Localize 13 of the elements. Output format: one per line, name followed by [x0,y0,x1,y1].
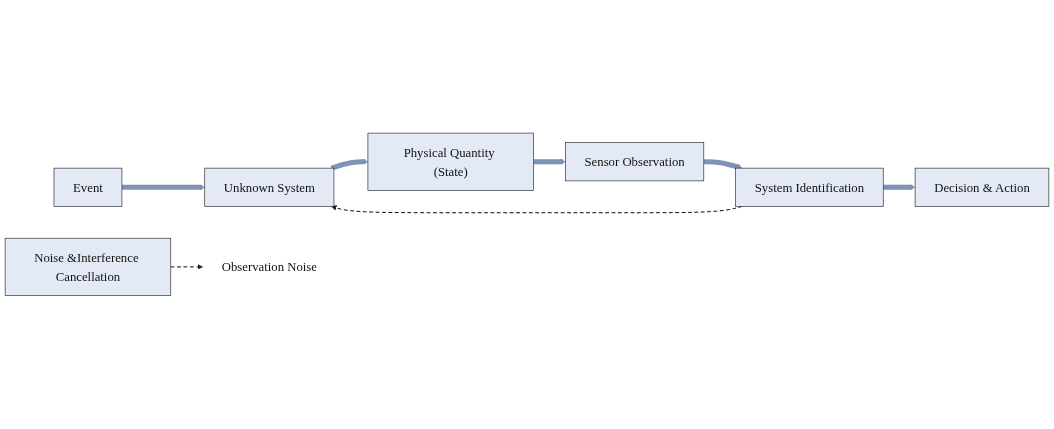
arrow [703,159,743,171]
node-box: Event [53,168,123,207]
arrow [121,184,205,191]
node-box: Decision & Action [914,168,1050,207]
node-text: Observation Noise [221,260,317,275]
node-box: Sensor Observation [565,142,705,182]
node-box: Noise &Interference Cancellation [4,238,172,297]
arrow [883,184,916,191]
node-box: Unknown System [204,168,335,207]
node-box: System Identification [735,168,884,207]
node-box: Physical Quantity (State) [367,132,534,191]
arrow [330,159,369,171]
arrow [533,159,566,165]
